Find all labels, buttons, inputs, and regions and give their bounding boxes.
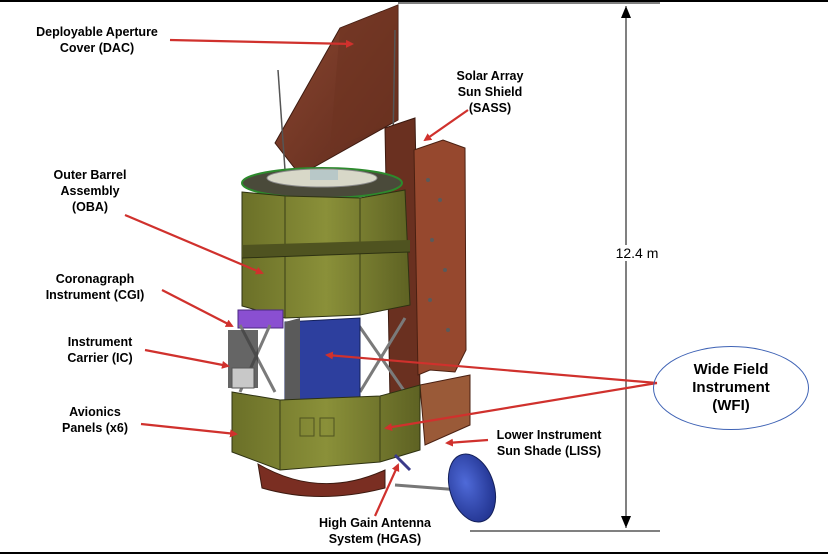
avionics-panels bbox=[231, 384, 421, 471]
ic-arrow bbox=[144, 348, 230, 369]
label-avionics: Avionics Panels (x6) bbox=[61, 405, 128, 435]
label-liss: Lower Instrument Sun Shade (LISS) bbox=[496, 428, 602, 458]
hgas-arrow bbox=[373, 463, 400, 517]
lower-sun-shade bbox=[419, 374, 471, 446]
oba-arrow bbox=[124, 213, 264, 275]
label-dac: Deployable Aperture Cover (DAC) bbox=[36, 25, 158, 55]
dac-arrow bbox=[169, 38, 354, 48]
spacecraft-base bbox=[257, 463, 386, 497]
label-oba: Outer Barrel Assembly (OBA) bbox=[53, 168, 127, 214]
antenna-dish bbox=[447, 453, 497, 523]
label-ic: Instrument Carrier (IC) bbox=[67, 335, 133, 365]
coronagraph-block bbox=[237, 309, 284, 329]
wfi-label-line: Instrument bbox=[692, 379, 770, 396]
sun-shield-front-panel bbox=[413, 139, 467, 376]
wfi-label-line: Wide Field bbox=[693, 361, 769, 378]
wfi-arrow-upper bbox=[325, 351, 658, 385]
avionics-arrow bbox=[140, 422, 238, 438]
wfi-callout-ellipse: Wide Field Instrument (WFI) bbox=[653, 346, 809, 430]
cgi-arrow bbox=[161, 289, 234, 327]
wfi-label-line: (WFI) bbox=[712, 397, 750, 414]
label-sass: Solar Array Sun Shield (SASS) bbox=[456, 69, 524, 115]
wfi-arrow-lower bbox=[384, 381, 658, 431]
height-value: 12.4 m bbox=[606, 245, 668, 261]
liss-arrow bbox=[445, 438, 489, 447]
sass-arrow bbox=[423, 109, 469, 142]
label-cgi: Coronagraph Instrument (CGI) bbox=[45, 272, 145, 302]
label-hgas: High Gain Antenna System (HGAS) bbox=[318, 516, 432, 546]
